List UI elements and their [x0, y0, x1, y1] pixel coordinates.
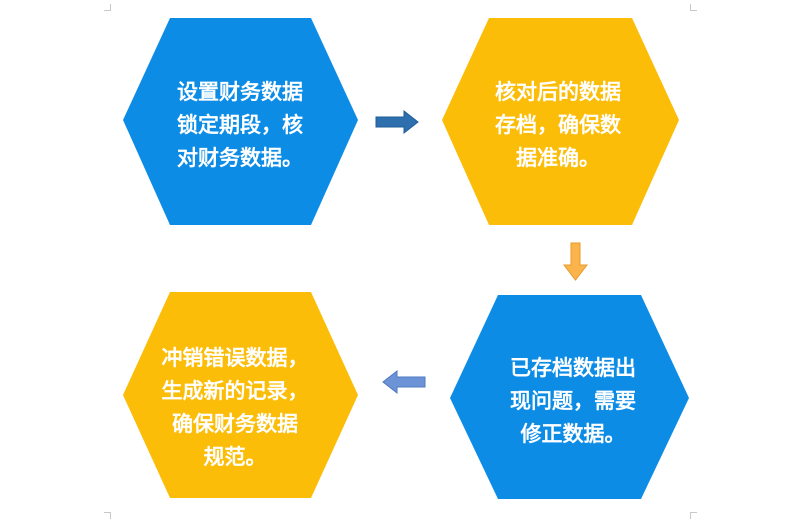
hexagon-step3	[450, 295, 689, 499]
step4-line-3: 确保财务数据	[172, 412, 298, 436]
step4-line-2: 生成新的记录，	[161, 379, 309, 403]
step3-line-3: 修正数据。	[520, 422, 626, 446]
step1-line-1: 设置财务数据	[177, 80, 303, 104]
hexagon-step4	[123, 292, 358, 498]
step2-line-3: 据准确。	[516, 146, 600, 170]
step3-line-1: 已存档数据出	[510, 356, 636, 380]
corner-mark-top-right	[690, 4, 697, 11]
step2-line-1: 核对后的数据	[495, 80, 621, 104]
step4-text: 冲销错误数据， 生成新的记录， 确保财务数据 规范。	[140, 342, 330, 474]
corner-mark-bottom-left	[104, 512, 111, 519]
arrow-right-icon	[375, 109, 419, 135]
arrow-down-icon	[562, 242, 589, 281]
step1-line-2: 锁定期段，核	[177, 113, 303, 137]
step3-line-2: 现问题，需要	[510, 389, 636, 413]
step1-line-3: 对财务数据。	[177, 146, 303, 170]
corner-mark-top-left	[104, 4, 111, 11]
step2-line-2: 存档，确保数	[495, 113, 621, 137]
hexagon-step1	[123, 18, 358, 225]
arrow-left-icon	[382, 369, 426, 395]
step4-line-4: 规范。	[203, 445, 267, 469]
corner-mark-bottom-right	[690, 512, 697, 519]
hexagon-step2	[442, 18, 679, 225]
step2-text: 核对后的数据 存档，确保数 据准确。	[468, 76, 648, 175]
step3-text: 已存档数据出 现问题，需要 修正数据。	[478, 352, 668, 451]
step1-text: 设置财务数据 锁定期段，核 对财务数据。	[150, 76, 330, 175]
step4-line-1: 冲销错误数据，	[161, 346, 309, 370]
